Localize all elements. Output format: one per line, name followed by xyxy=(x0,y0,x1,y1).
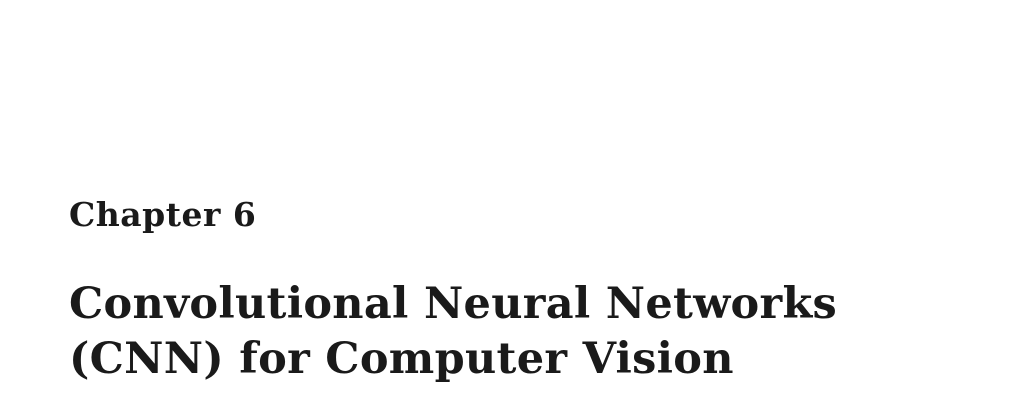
chapter-title: Convolutional Neural Networks (CNN) for … xyxy=(69,277,837,387)
chapter-title-line-1: Convolutional Neural Networks xyxy=(69,279,838,329)
chapter-number: Chapter 6 xyxy=(69,195,257,234)
chapter-title-line-2: (CNN) for Computer Vision xyxy=(69,334,734,384)
